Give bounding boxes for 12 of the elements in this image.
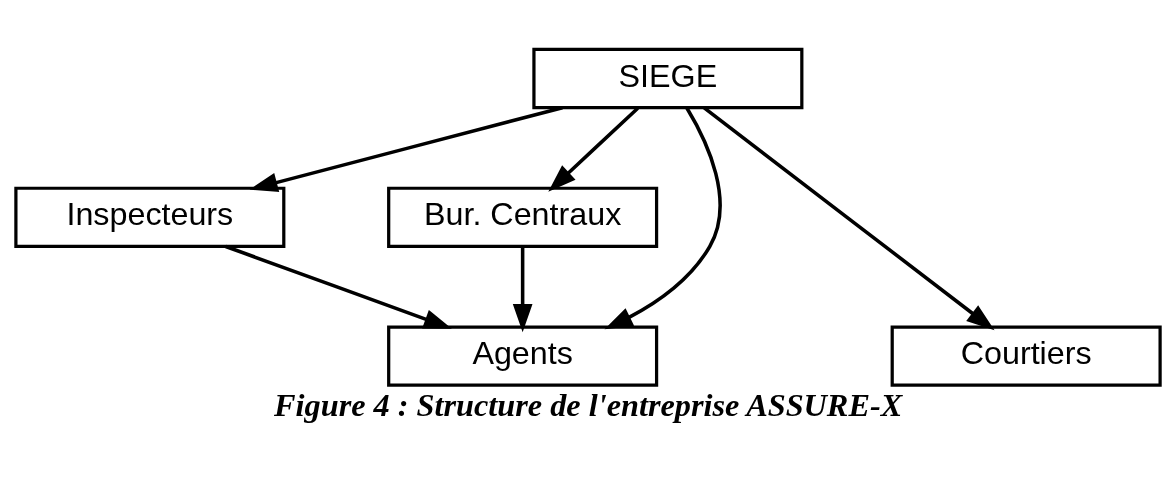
arrow — [249, 105, 563, 192]
arrow — [703, 106, 995, 330]
arrow — [604, 106, 722, 329]
node-box: Bur. Centraux — [387, 186, 659, 248]
node-box: Courtiers — [890, 324, 1162, 387]
arrow — [512, 246, 533, 332]
arrow — [225, 244, 452, 329]
node-box: SIEGE — [532, 47, 804, 109]
arrow — [548, 106, 639, 192]
node-box: Inspecteurs — [14, 186, 286, 248]
node-box: Agents — [387, 324, 659, 387]
caption: Figure 4 : Structure de l'entreprise ASSURE-X — [274, 386, 903, 423]
